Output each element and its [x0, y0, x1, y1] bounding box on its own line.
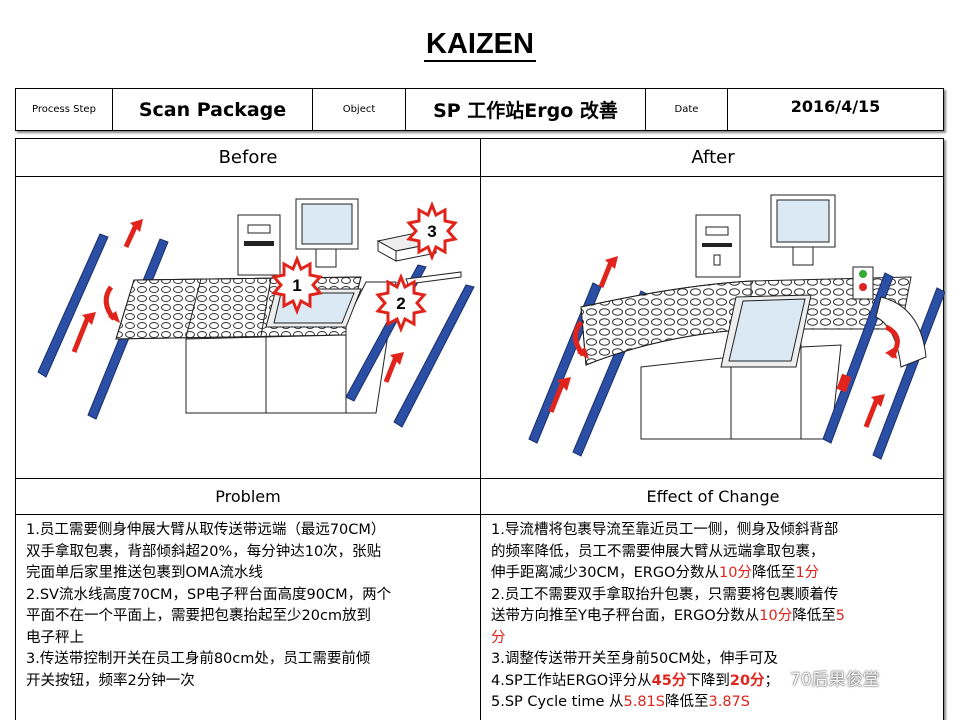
after-illustration	[528, 194, 945, 460]
effect-line: 的频率降低，员工不需要伸展大臂从远端拿取包裹，	[491, 543, 825, 560]
kaizen-grid: Before After Problem Effect of Change	[15, 138, 945, 720]
effect-line: 1.导流槽将包裹导流至靠近员工一侧，侧身及倾斜背部	[491, 522, 839, 538]
page-title: KAIZEN	[424, 28, 536, 62]
effect-line: 送带方向推至Y电子秤台面，ERGO分数从10分降低至5	[491, 608, 845, 624]
problem-heading: Problem	[215, 487, 281, 506]
problem-line: 平面不在一个平面上，需要把包裹抬起至少20cm放到	[26, 608, 372, 624]
problem-line: 2.SV流水线高度70CM，SP电子秤台面高度90CM，两个	[26, 586, 392, 603]
problem-line: 开关按钮，频率2分钟一次	[26, 672, 195, 689]
effect-line: 分	[491, 629, 506, 646]
watermark: 70后果俊堂	[790, 670, 880, 690]
effect-line: 2.员工不需要双手拿取抬升包裹，只需要将包裹顺着传	[491, 586, 839, 603]
process-step-label: Process Step	[16, 89, 113, 130]
before-heading: Before	[218, 147, 278, 168]
marker-3: 3	[427, 222, 436, 241]
before-illustration: 1 2 3	[37, 198, 475, 428]
problem-line: 3.传送带控制开关在员工身前80cm处，员工需要前倾	[26, 651, 371, 667]
problem-line: 完面单后家里推送包裹到OMA流水线	[26, 565, 263, 581]
effect-heading: Effect of Change	[646, 487, 780, 506]
date-label: Date	[646, 89, 728, 130]
object-value: SP 工作站Ergo 改善	[406, 89, 646, 130]
problem-text: 1.员工需要侧身伸展大臂从取传送带远端（最远70CM） 双手拿取包裹，背部倾斜超…	[26, 520, 471, 692]
marker-1: 1	[292, 276, 301, 295]
marker-2: 2	[396, 294, 405, 313]
problem-line: 电子秤上	[26, 629, 84, 646]
effect-line: 4.SP工作站ERGO评分从45分下降到20分；	[491, 672, 780, 689]
effect-line: 5.SP Cycle time 从5.81S降低至3.87S	[491, 694, 750, 710]
after-heading: After	[691, 147, 735, 168]
problem-line: 双手拿取包裹，背部倾斜超20%，每分钟达10次，张贴	[26, 543, 382, 560]
object-label: Object	[313, 89, 406, 130]
header-table: Process Step Scan Package Object SP 工作站E…	[15, 88, 944, 131]
process-step-value: Scan Package	[113, 89, 313, 130]
date-value: 2016/4/15	[790, 97, 881, 116]
effect-line: 伸手距离减少30CM，ERGO分数从10分降低至1分	[491, 565, 820, 581]
effect-text: 1.导流槽将包裹导流至靠近员工一侧，侧身及倾斜背部 的频率降低，员工不需要伸展大…	[491, 520, 941, 714]
effect-line: 3.调整传送带开关至身前50CM处，伸手可及	[491, 651, 778, 667]
problem-line: 1.员工需要侧身伸展大臂从取传送带远端（最远70CM）	[26, 522, 386, 538]
